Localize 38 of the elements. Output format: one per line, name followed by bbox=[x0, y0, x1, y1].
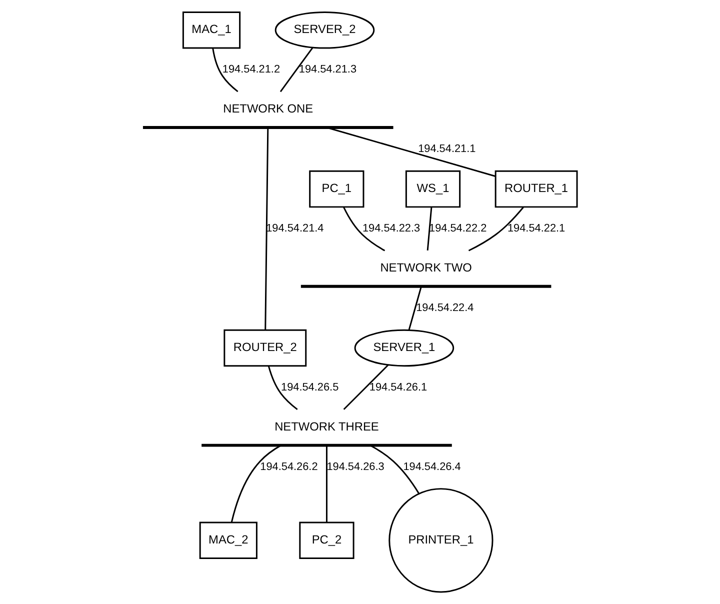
connector bbox=[343, 207, 386, 252]
edge-label: 194.54.21.1 bbox=[418, 143, 476, 156]
connector bbox=[343, 364, 389, 410]
edge-label: 194.54.22.3 bbox=[362, 222, 420, 235]
connector bbox=[268, 366, 298, 410]
connector bbox=[370, 444, 420, 494]
node-box: PC_1 bbox=[309, 170, 364, 208]
node-box: MAC_1 bbox=[182, 12, 241, 49]
edge-label: 194.54.26.5 bbox=[281, 381, 339, 394]
node-text: NETWORK THREE bbox=[274, 420, 379, 434]
node-box: MAC_2 bbox=[199, 522, 258, 559]
edge-label: 194.54.26.4 bbox=[403, 460, 461, 473]
connector bbox=[426, 207, 432, 250]
edge-label: 194.54.22.1 bbox=[507, 222, 566, 235]
connector bbox=[280, 47, 314, 92]
edge-label: 194.54.22.2 bbox=[429, 222, 487, 235]
connector bbox=[326, 446, 328, 522]
node-ellipse: SERVER_1 bbox=[354, 329, 454, 367]
edge-label: 194.54.21.2 bbox=[222, 64, 280, 76]
connector bbox=[212, 48, 238, 92]
connector bbox=[326, 126, 496, 177]
node-box: PC_2 bbox=[299, 522, 354, 559]
edge-label: 194.54.21.3 bbox=[298, 64, 357, 76]
node-box: ROUTER_2 bbox=[224, 329, 307, 367]
edge-label: 194.54.26.2 bbox=[260, 460, 318, 473]
connector bbox=[408, 286, 422, 330]
connector bbox=[230, 444, 282, 522]
connector bbox=[468, 206, 524, 252]
node-text: NETWORK ONE bbox=[223, 102, 314, 116]
connector bbox=[264, 128, 269, 330]
node-circle: PRINTER_1 bbox=[388, 488, 494, 593]
node-ellipse: SERVER_2 bbox=[274, 12, 375, 49]
edge-label: 194.54.26.3 bbox=[326, 460, 384, 473]
node-box: ROUTER_1 bbox=[494, 170, 578, 208]
edge-label: 194.54.22.4 bbox=[416, 302, 474, 314]
node-text: NETWORK TWO bbox=[380, 260, 472, 275]
edge-label: 194.54.26.1 bbox=[369, 381, 428, 394]
node-box: WS_1 bbox=[405, 170, 461, 208]
